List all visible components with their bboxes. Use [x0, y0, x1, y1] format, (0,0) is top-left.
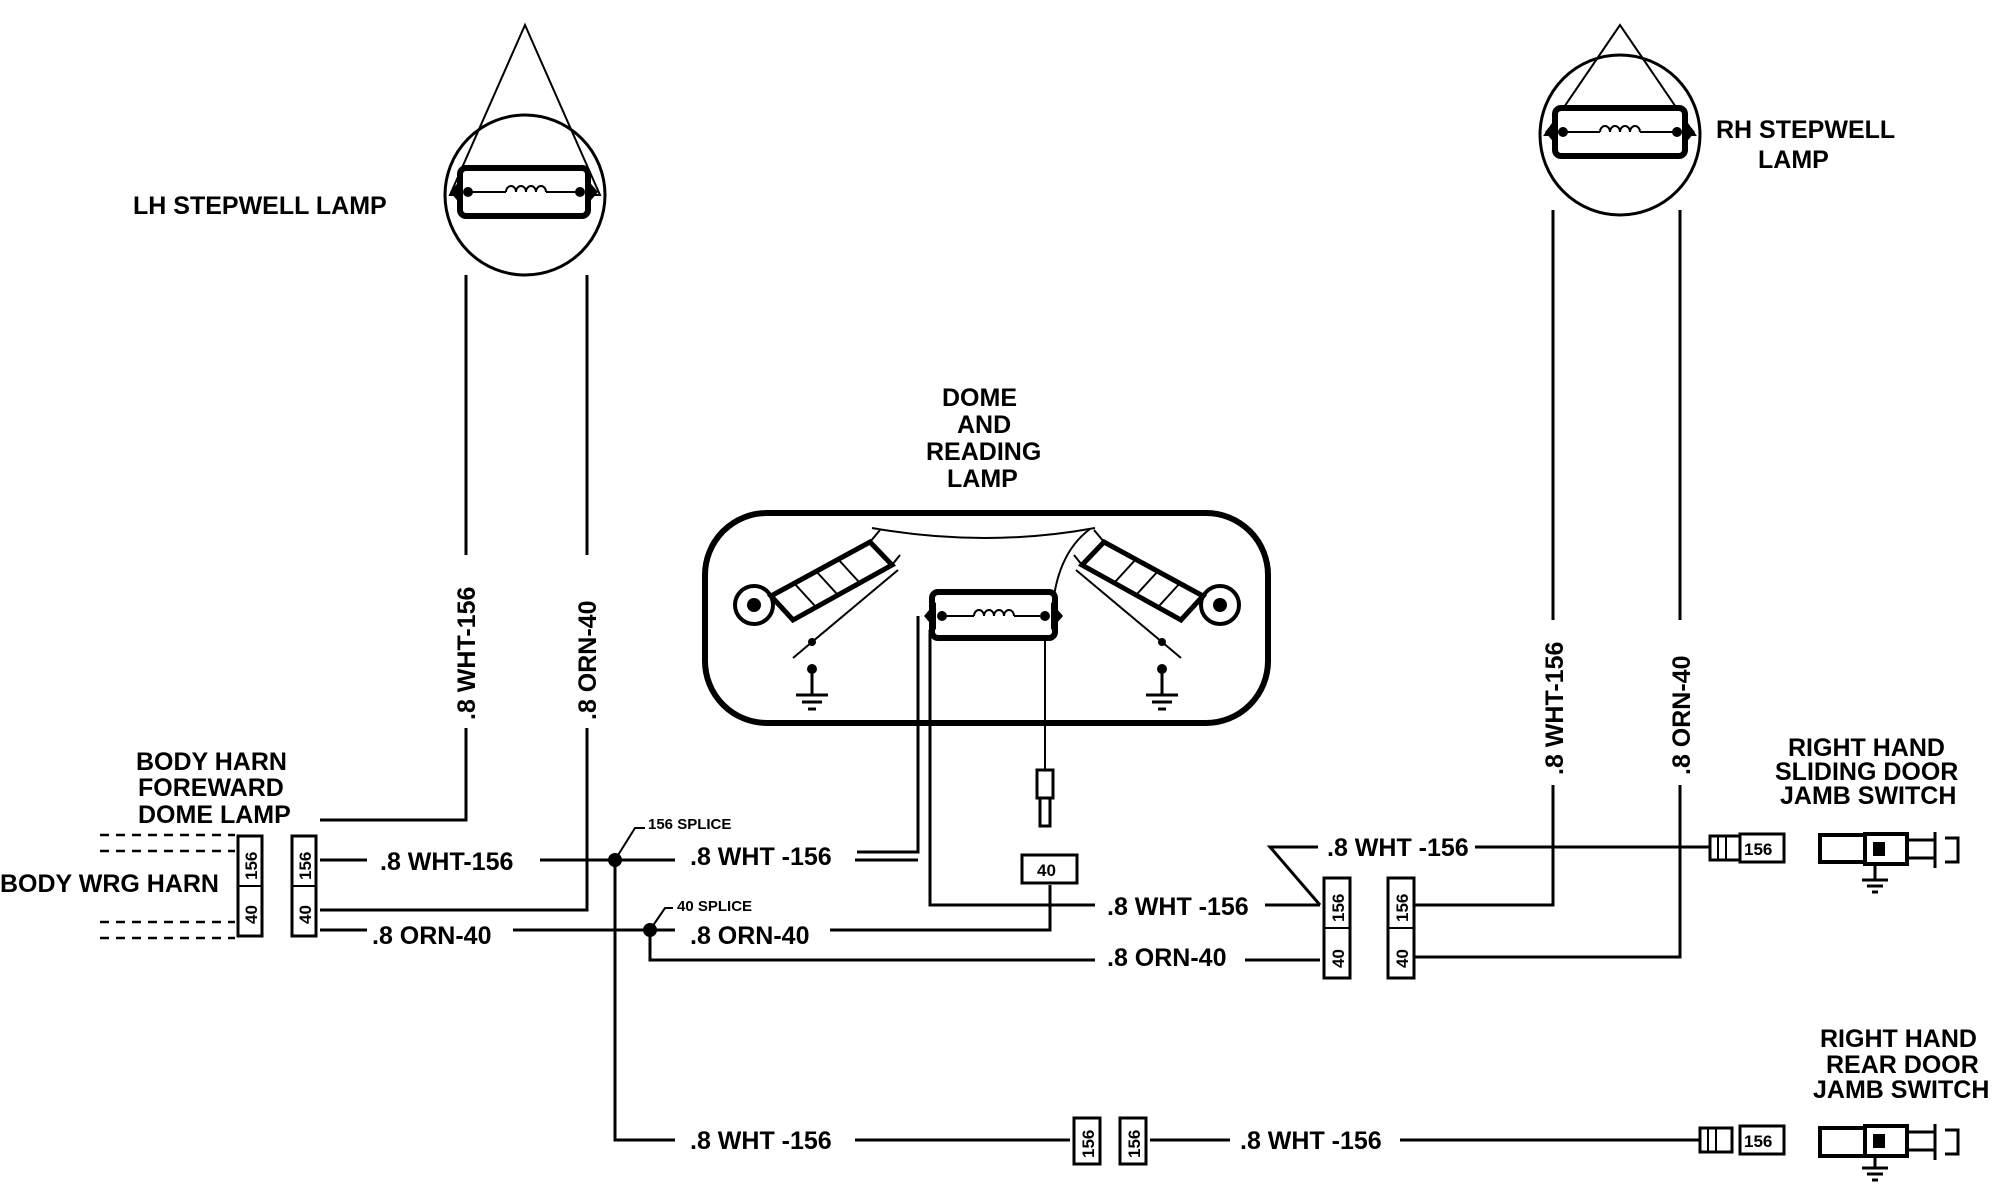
harn-orn-label: .8 ORN-40	[372, 922, 491, 950]
splice-40: 40 SPLICE	[643, 898, 752, 937]
rh-wht-wire-label: .8 WHT-156	[1541, 642, 1569, 775]
lh-orn-wire-label: .8 ORN-40	[574, 601, 602, 720]
body-harn-label-2: FOREWARD	[138, 774, 284, 802]
conn-a-156: 156	[242, 852, 261, 880]
rh-stepwell-lamp-label-1: RH STEPWELL	[1716, 116, 1895, 144]
body-harn-label-3: DOME LAMP	[138, 801, 291, 829]
rh-orn-wire-label: .8 ORN-40	[1668, 656, 1696, 775]
rh-rear-label-1: RIGHT HAND	[1820, 1025, 1977, 1053]
dome-label-2: AND	[957, 411, 1011, 439]
right-reading-bulb	[1073, 529, 1241, 711]
rear-wht-right-label: .8 WHT -156	[1240, 1127, 1382, 1155]
lh-wht-wire-label: .8 WHT-156	[453, 587, 481, 720]
conn-b-156: 156	[296, 852, 315, 880]
rear-wht-left-label: .8 WHT -156	[690, 1127, 832, 1155]
conn-a-40: 40	[242, 905, 261, 924]
sliding-wht-label: .8 WHT -156	[1327, 834, 1469, 862]
rh-rear-label-2: REAR DOOR	[1826, 1051, 1979, 1079]
body-harn-connector: 156 40	[290, 834, 318, 938]
conn-b-40: 40	[296, 905, 315, 924]
lh-stepwell-lamp-label: LH STEPWELL LAMP	[133, 192, 387, 220]
rh-stepwell-lamp	[1538, 23, 1702, 217]
dome-wht-to-conn-label: .8 WHT -156	[1107, 893, 1249, 921]
body-harn-label-1: BODY HARN	[136, 748, 287, 776]
rh-sliding-label-1: RIGHT HAND	[1788, 734, 1945, 762]
conn-f-156: 156	[1125, 1130, 1144, 1158]
conn-c-156: 156	[1329, 894, 1348, 922]
splice-orn-label: .8 ORN-40	[690, 922, 809, 950]
body-wrg-harn-connector: 156 40	[236, 834, 264, 938]
rear-switch-156: 156	[1744, 1132, 1772, 1151]
splice-40-label: 40 SPLICE	[677, 898, 752, 915]
center-connector-left: 156 40	[1322, 876, 1352, 980]
left-reading-bulb	[733, 529, 901, 711]
conn-c-40: 40	[1329, 949, 1348, 968]
splice-156-label: 156 SPLICE	[648, 816, 731, 833]
rh-sliding-door-jamb-switch: 156	[1708, 832, 1960, 894]
dome-label-4: LAMP	[947, 465, 1018, 493]
dome-terminal-40	[1020, 853, 1079, 885]
dome-label-3: READING	[926, 438, 1041, 466]
splice-wht-to-dome-label: .8 WHT -156	[690, 843, 832, 871]
center-dome-bulb	[924, 589, 1063, 641]
orn-to-conn-label: .8 ORN-40	[1107, 944, 1226, 972]
harn-wht-label: .8 WHT-156	[380, 848, 513, 876]
conn-e-156: 156	[1079, 1130, 1098, 1158]
body-wrg-harn-label: BODY WRG HARN	[0, 870, 219, 898]
rh-rear-door-jamb-switch: 156	[1698, 1124, 1960, 1182]
conn-d-40: 40	[1393, 949, 1412, 968]
dome-label-1: DOME	[942, 384, 1017, 412]
sliding-switch-156: 156	[1744, 840, 1772, 859]
lh-stepwell-lamp	[443, 22, 607, 277]
rh-sliding-label-3: JAMB SWITCH	[1780, 782, 1956, 810]
rh-stepwell-lamp-label-2: LAMP	[1758, 146, 1829, 174]
dome-reading-lamp	[702, 510, 1271, 726]
conn-d-156: 156	[1393, 894, 1412, 922]
rh-sliding-label-2: SLIDING DOOR	[1775, 758, 1958, 786]
dome-terminal-40-label: 40	[1037, 861, 1056, 880]
rear-connector-right: 156	[1118, 1116, 1148, 1166]
center-connector-right: 156 40	[1386, 876, 1416, 980]
rh-rear-label-3: JAMB SWITCH	[1813, 1076, 1989, 1104]
rear-connector-left: 156	[1072, 1116, 1102, 1166]
